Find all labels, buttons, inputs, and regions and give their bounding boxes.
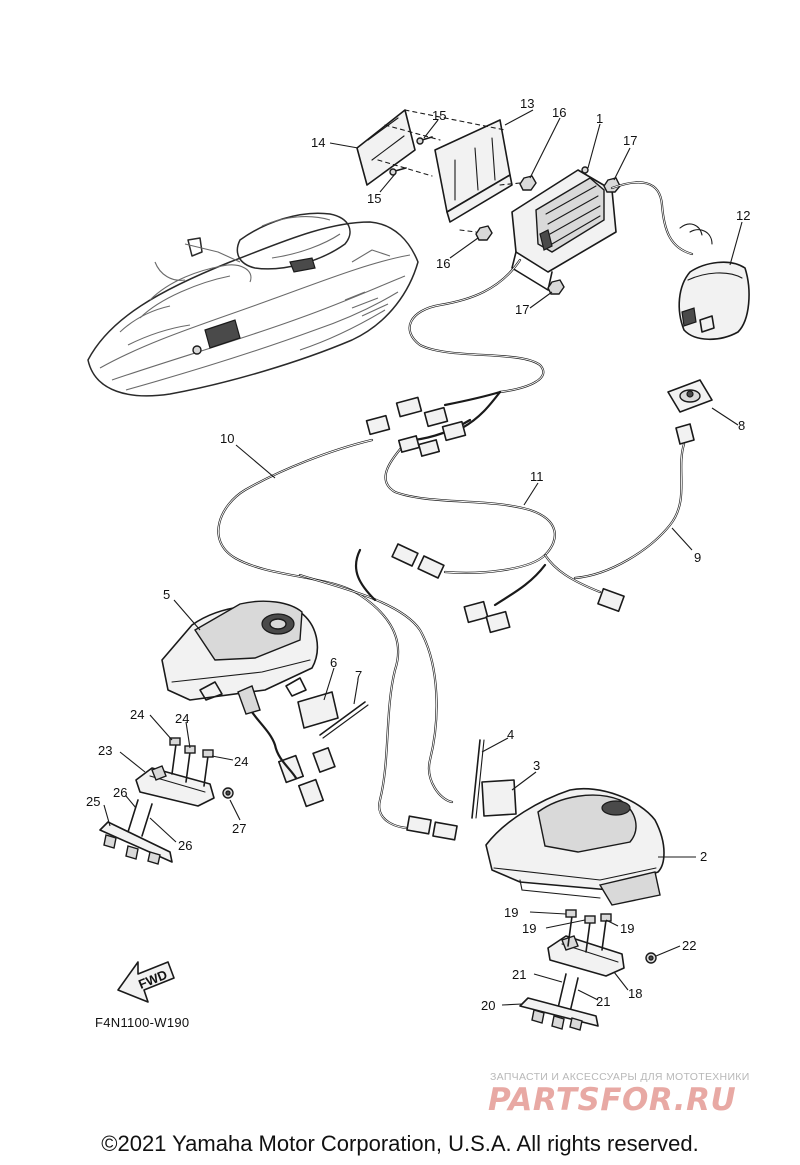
mount-plate [356, 109, 416, 186]
connector-b [395, 396, 423, 418]
mount-bracket-assembly [356, 109, 537, 241]
nut-16-lower [475, 225, 493, 241]
bracket-23 [135, 767, 215, 807]
callout-18: 18 [628, 986, 642, 1001]
callout-14: 14 [311, 135, 325, 150]
bolt-27 [222, 787, 234, 799]
right-display-unit [485, 788, 665, 906]
label-sticker-3 [481, 779, 517, 817]
screw-19-c [600, 913, 612, 951]
connector-l [406, 815, 432, 835]
callout-26-a: 26 [113, 785, 127, 800]
callout-12: 12 [736, 208, 750, 223]
callout-4: 4 [507, 727, 514, 742]
callout-15-upper: 15 [432, 108, 446, 123]
callout-3: 3 [533, 758, 540, 773]
callout-27: 27 [232, 821, 246, 836]
copyright-notice: ©2021 Yamaha Motor Corporation, U.S.A. A… [101, 1131, 699, 1156]
leader-lines [103, 109, 743, 1006]
right-bracket-set [519, 909, 657, 1031]
callout-10: 10 [220, 431, 234, 446]
connector-c [423, 406, 449, 428]
callout-23: 23 [98, 743, 112, 758]
connector-p [312, 747, 336, 773]
callout-5: 5 [163, 587, 170, 602]
connector-a [365, 414, 391, 436]
callout-20: 20 [481, 998, 495, 1013]
connector-j [485, 610, 511, 634]
screw-24-c [202, 749, 214, 787]
callout-8: 8 [738, 418, 745, 433]
control-unit [511, 166, 621, 295]
callout-1: 1 [596, 111, 603, 126]
cable-tie-7 [319, 701, 369, 739]
callout-6: 6 [330, 655, 337, 670]
bracket-18 [547, 935, 625, 977]
cable-tie-4 [471, 739, 485, 819]
nut-17-lower [547, 279, 565, 295]
screw-19-b [584, 915, 596, 953]
callout-19-a: 19 [504, 905, 518, 920]
screw-24-a [169, 737, 181, 775]
sensor-connector [675, 423, 695, 445]
connector-o [297, 778, 325, 808]
watermark-tagline: ЗАПЧАСТИ И АКСЕССУАРЫ ДЛЯ МОТОТЕХНИКИ [490, 1071, 750, 1083]
left-display-unit [161, 600, 319, 780]
callout-16-upper: 16 [552, 105, 566, 120]
callout-numbers: 1 2 3 4 5 6 7 8 9 10 11 12 13 14 15 15 1… [86, 96, 750, 1013]
bolt-22 [645, 952, 657, 964]
wire-harness [217, 181, 713, 841]
label-sticker-6 [297, 691, 339, 729]
callout-16-lower: 16 [436, 256, 450, 271]
switch-sensor [667, 379, 713, 445]
callout-9: 9 [694, 550, 701, 565]
callout-26-b: 26 [178, 838, 192, 853]
screw-15-lower [389, 167, 407, 176]
pin-21-b [569, 977, 579, 1013]
base-25 [99, 821, 173, 863]
watercraft-illustration [87, 212, 419, 397]
nut-16-upper [519, 175, 537, 191]
cover-box [678, 261, 750, 341]
callout-11: 11 [530, 469, 544, 484]
forward-direction-arrow: FWD [117, 961, 175, 1003]
connector-i [463, 600, 489, 624]
connector-g [391, 543, 419, 567]
figure-code: F4N1100-W190 [95, 1015, 190, 1030]
callout-25: 25 [86, 794, 100, 809]
callout-21-a: 21 [512, 967, 526, 982]
callout-21-b: 21 [596, 994, 610, 1009]
callout-13: 13 [520, 96, 534, 111]
pin-26-b [141, 803, 153, 837]
pin-26-a [127, 799, 139, 833]
screw-15-upper [416, 136, 433, 145]
connector-f [417, 439, 441, 457]
callout-7: 7 [355, 668, 362, 683]
connector-d [441, 420, 467, 442]
callout-24-c: 24 [234, 754, 248, 769]
fwd-label: FWD [136, 967, 169, 992]
screw-24-b [184, 745, 196, 783]
nut-17-upper [603, 177, 621, 193]
pin-21-a [557, 973, 567, 1009]
left-bracket-set [99, 737, 234, 865]
connector-k [597, 587, 625, 613]
callout-22: 22 [682, 938, 696, 953]
callout-17-lower: 17 [515, 302, 529, 317]
connector-m [432, 821, 458, 841]
connector-h [417, 555, 445, 579]
callout-2: 2 [700, 849, 707, 864]
callout-19-c: 19 [620, 921, 634, 936]
callout-15-lower: 15 [367, 191, 381, 206]
callout-24-a: 24 [130, 707, 144, 722]
callout-17-upper: 17 [623, 133, 637, 148]
watermark-logo: PARTSFOR.RU [488, 1082, 737, 1118]
connector-e [397, 435, 421, 453]
callout-24-b: 24 [175, 711, 189, 726]
callout-19-b: 19 [522, 921, 536, 936]
